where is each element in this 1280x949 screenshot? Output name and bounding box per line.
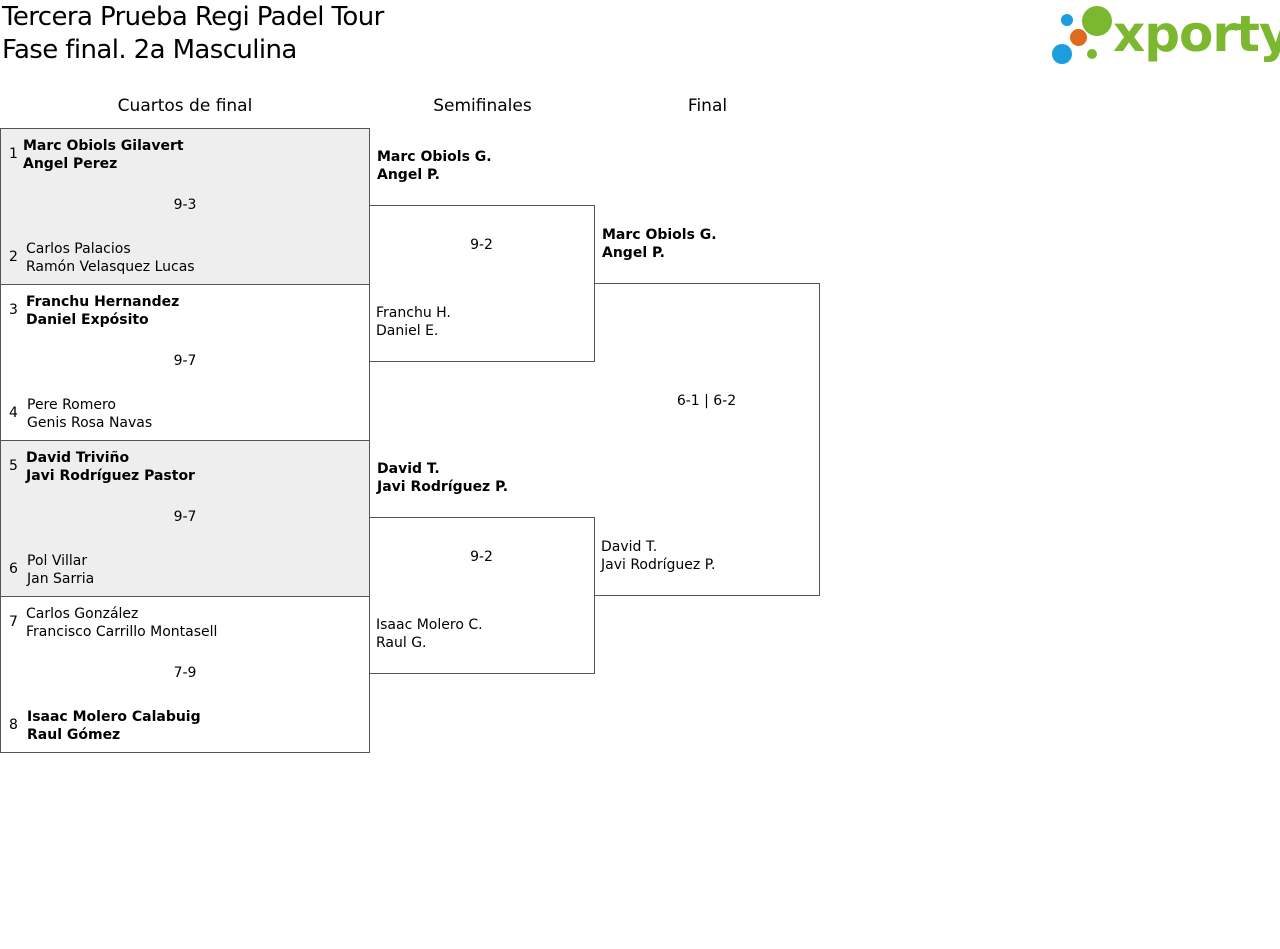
seed-number: 5 xyxy=(9,458,18,474)
phase-title: Fase final. 2a Masculina xyxy=(2,35,297,65)
team-slot[interactable]: Pol Villar Jan Sarria xyxy=(27,552,94,588)
team-slot[interactable]: Isaac Molero Calabuig Raul Gómez xyxy=(27,708,201,744)
player-name: David T. xyxy=(601,539,658,555)
quarterfinal-match-3: 5 David Triviño Javi Rodríguez Pastor 9-… xyxy=(0,440,370,597)
match-score: 9-2 xyxy=(470,237,493,253)
round-header-semifinals: Semifinales xyxy=(433,96,532,116)
match-score: 9-3 xyxy=(173,197,197,213)
player-name: Javi Rodríguez Pastor xyxy=(26,468,195,484)
player-name: Pere Romero xyxy=(27,397,116,413)
team-slot[interactable]: Marc Obiols G. Angel P. xyxy=(602,226,717,262)
player-name: Carlos Palacios xyxy=(26,241,131,257)
seed-number: 3 xyxy=(9,302,18,318)
team-slot[interactable]: Isaac Molero C. Raul G. xyxy=(376,616,483,652)
round-header-quarterfinals: Cuartos de final xyxy=(117,96,253,116)
player-name: Isaac Molero Calabuig xyxy=(27,709,201,725)
final-match: 6-1 | 6-2 David T. Javi Rodríguez P. xyxy=(594,283,820,596)
player-name: Genis Rosa Navas xyxy=(27,415,153,431)
logo-orange-dot xyxy=(1070,29,1087,46)
quarterfinal-match-2: 3 Franchu Hernandez Daniel Expósito 9-7 … xyxy=(0,284,370,441)
player-name: Francisco Carrillo Montasell xyxy=(26,624,218,640)
seed-number: 1 xyxy=(9,146,18,162)
seed-number: 8 xyxy=(9,717,18,733)
logo-blue-dot-bottom xyxy=(1052,44,1072,64)
match-score: 9-7 xyxy=(173,509,197,525)
player-name: Raul Gómez xyxy=(27,727,121,743)
quarterfinal-match-4: 7 Carlos González Francisco Carrillo Mon… xyxy=(0,596,370,753)
seed-number: 4 xyxy=(9,405,18,421)
logo-green-dot-small xyxy=(1087,49,1097,59)
logo-green-dot xyxy=(1082,6,1112,36)
semifinal-match-2: 9-2 Isaac Molero C. Raul G. xyxy=(369,517,595,674)
quarterfinal-match-1: 1 Marc Obiols Gilavert Angel Perez 9-3 2… xyxy=(0,128,370,285)
player-name: Carlos González xyxy=(26,606,139,622)
player-name: Ramón Velasquez Lucas xyxy=(26,259,195,275)
player-name: Angel P. xyxy=(602,245,665,261)
logo-wordmark: xporty xyxy=(1113,5,1280,63)
team-slot[interactable]: Marc Obiols Gilavert Angel Perez xyxy=(23,137,184,173)
player-name: Daniel Expósito xyxy=(26,312,149,328)
team-slot[interactable]: David T. Javi Rodríguez P. xyxy=(377,460,508,496)
team-slot[interactable]: David Triviño Javi Rodríguez Pastor xyxy=(26,449,195,485)
player-name: Daniel E. xyxy=(376,323,439,339)
player-name: Javi Rodríguez P. xyxy=(601,557,716,573)
team-slot[interactable]: Marc Obiols G. Angel P. xyxy=(377,148,492,184)
player-name: Raul G. xyxy=(376,635,427,651)
match-score: 9-2 xyxy=(470,549,493,565)
team-slot[interactable]: Pere Romero Genis Rosa Navas xyxy=(27,396,152,432)
player-name: Jan Sarria xyxy=(27,571,95,587)
tournament-title: Tercera Prueba Regi Padel Tour xyxy=(2,2,384,32)
player-name: Marc Obiols Gilavert xyxy=(23,138,184,154)
semifinal-match-1: 9-2 Franchu H. Daniel E. xyxy=(369,205,595,362)
player-name: Pol Villar xyxy=(27,553,88,569)
player-name: Marc Obiols G. xyxy=(377,149,492,165)
player-name: Marc Obiols G. xyxy=(602,227,717,243)
match-score: 6-1 | 6-2 xyxy=(676,393,737,409)
team-slot[interactable]: David T. Javi Rodríguez P. xyxy=(601,538,715,574)
team-slot[interactable]: Franchu H. Daniel E. xyxy=(376,304,451,340)
player-name: Angel P. xyxy=(377,167,440,183)
player-name: David T. xyxy=(377,461,440,477)
player-name: David Triviño xyxy=(26,450,130,466)
logo-blue-dot-top xyxy=(1061,14,1073,26)
seed-number: 2 xyxy=(9,249,18,265)
player-name: Franchu H. xyxy=(376,305,451,321)
match-score: 7-9 xyxy=(173,665,197,681)
round-header-final: Final xyxy=(687,96,728,116)
team-slot[interactable]: Carlos Palacios Ramón Velasquez Lucas xyxy=(26,240,195,276)
team-slot[interactable]: Carlos González Francisco Carrillo Monta… xyxy=(26,605,217,641)
seed-number: 7 xyxy=(9,614,18,630)
team-slot[interactable]: Franchu Hernandez Daniel Expósito xyxy=(26,293,179,329)
seed-number: 6 xyxy=(9,561,18,577)
player-name: Angel Perez xyxy=(23,156,118,172)
player-name: Franchu Hernandez xyxy=(26,294,180,310)
match-score: 9-7 xyxy=(173,353,197,369)
player-name: Isaac Molero C. xyxy=(376,617,483,633)
player-name: Javi Rodríguez P. xyxy=(377,479,509,495)
xporty-logo[interactable]: xporty xyxy=(1050,4,1280,68)
